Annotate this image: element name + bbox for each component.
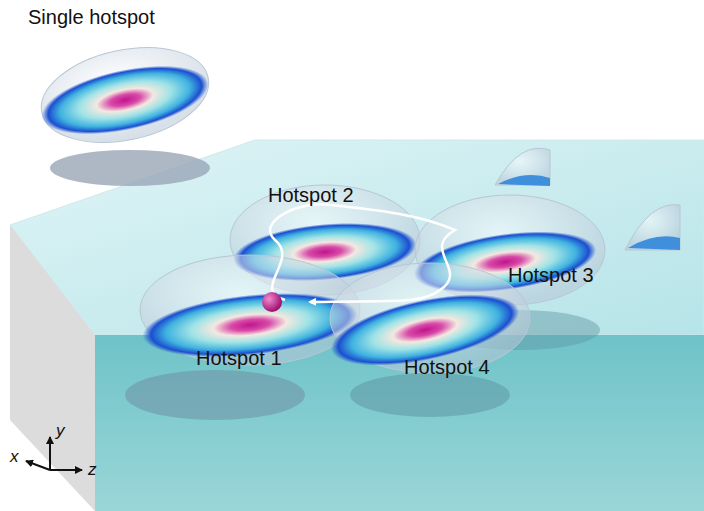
hotspot-label: Hotspot 4 — [404, 356, 490, 378]
axis-label: y — [56, 422, 65, 441]
axis-label: z — [88, 461, 97, 480]
axis-label: x — [10, 448, 19, 467]
hotspot-label: Hotspot 3 — [508, 264, 594, 286]
hotspot-label: Single hotspot — [28, 6, 155, 28]
hotspot-label: Hotspot 2 — [268, 184, 354, 206]
hotspot-label: Hotspot 1 — [196, 347, 282, 369]
